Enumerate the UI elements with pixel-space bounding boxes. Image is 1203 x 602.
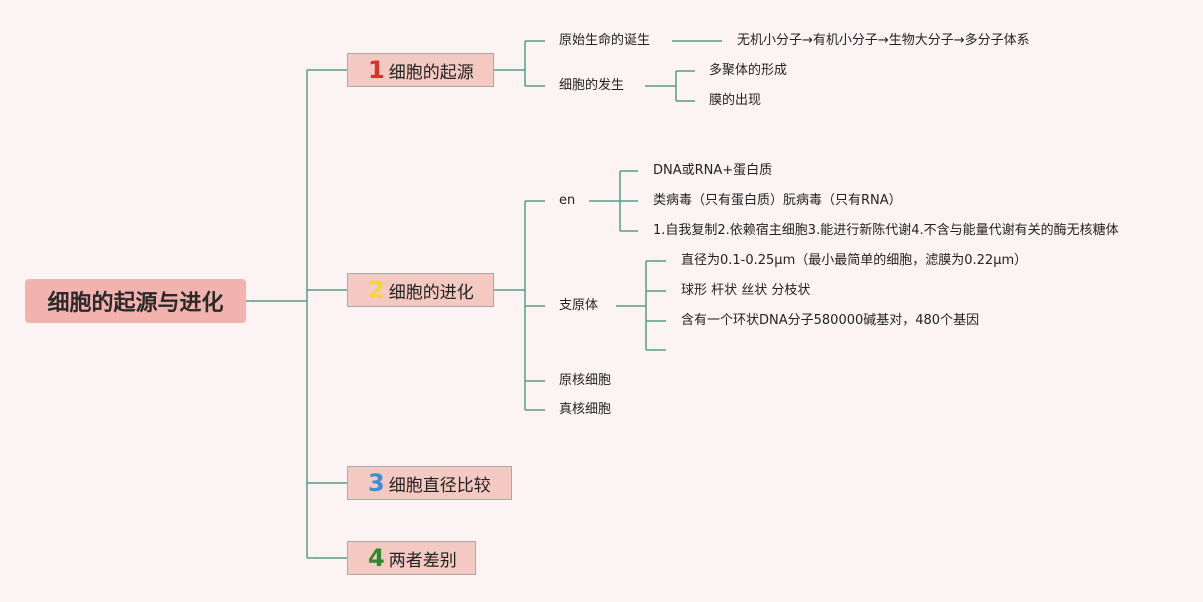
topic-en-item-3[interactable]: 1.自我复制2.依赖宿主细胞3.能进行新陈代谢4.不含与能量代谢有关的酶无核糖体 (653, 223, 1119, 238)
topic-membrane-appearance[interactable]: 膜的出现 (709, 93, 762, 108)
section-1-topic[interactable]: 1 细胞的起源 (347, 53, 494, 87)
section-3-topic[interactable]: 3 细胞直径比较 (347, 466, 512, 500)
section-1-label: 细胞的起源 (388, 62, 474, 83)
topic-cell-emergence[interactable]: 细胞的发生 (559, 78, 625, 93)
section-4-label: 两者差别 (388, 550, 457, 571)
section-2-topic[interactable]: 2 细胞的进化 (347, 273, 494, 307)
topic-origin-of-life[interactable]: 原始生命的诞生 (559, 33, 651, 48)
topic-en-item-2[interactable]: 类病毒（只有蛋白质）朊病毒（只有RNA） (653, 193, 902, 208)
topic-mycoplasma[interactable]: 支原体 (559, 298, 599, 313)
section-4-topic[interactable]: 4 两者差别 (347, 541, 476, 575)
topic-eukaryote[interactable]: 真核细胞 (559, 402, 612, 417)
section-3-number: 3 (368, 469, 385, 497)
topic-prokaryote[interactable]: 原核细胞 (559, 373, 612, 388)
topic-myco-item-2[interactable]: 球形 杆状 丝状 分枝状 (681, 283, 811, 298)
section-4-number: 4 (368, 544, 385, 572)
root-topic[interactable]: 细胞的起源与进化 (25, 279, 246, 323)
topic-en[interactable]: en (559, 193, 576, 208)
section-3-label: 细胞直径比较 (388, 475, 491, 496)
section-1-number: 1 (368, 56, 385, 84)
section-2-number: 2 (368, 276, 385, 304)
topic-myco-item-1[interactable]: 直径为0.1-0.25μm（最小最简单的细胞，滤膜为0.22μm） (681, 253, 1028, 268)
topic-polymer-formation[interactable]: 多聚体的形成 (709, 63, 788, 78)
topic-myco-item-3[interactable]: 含有一个环状DNA分子580000碱基对，480个基因 (681, 313, 980, 328)
section-2-label: 细胞的进化 (388, 282, 474, 303)
topic-en-item-1[interactable]: DNA或RNA+蛋白质 (653, 163, 773, 178)
topic-origin-chain[interactable]: 无机小分子→有机小分子→生物大分子→多分子体系 (737, 33, 1030, 48)
